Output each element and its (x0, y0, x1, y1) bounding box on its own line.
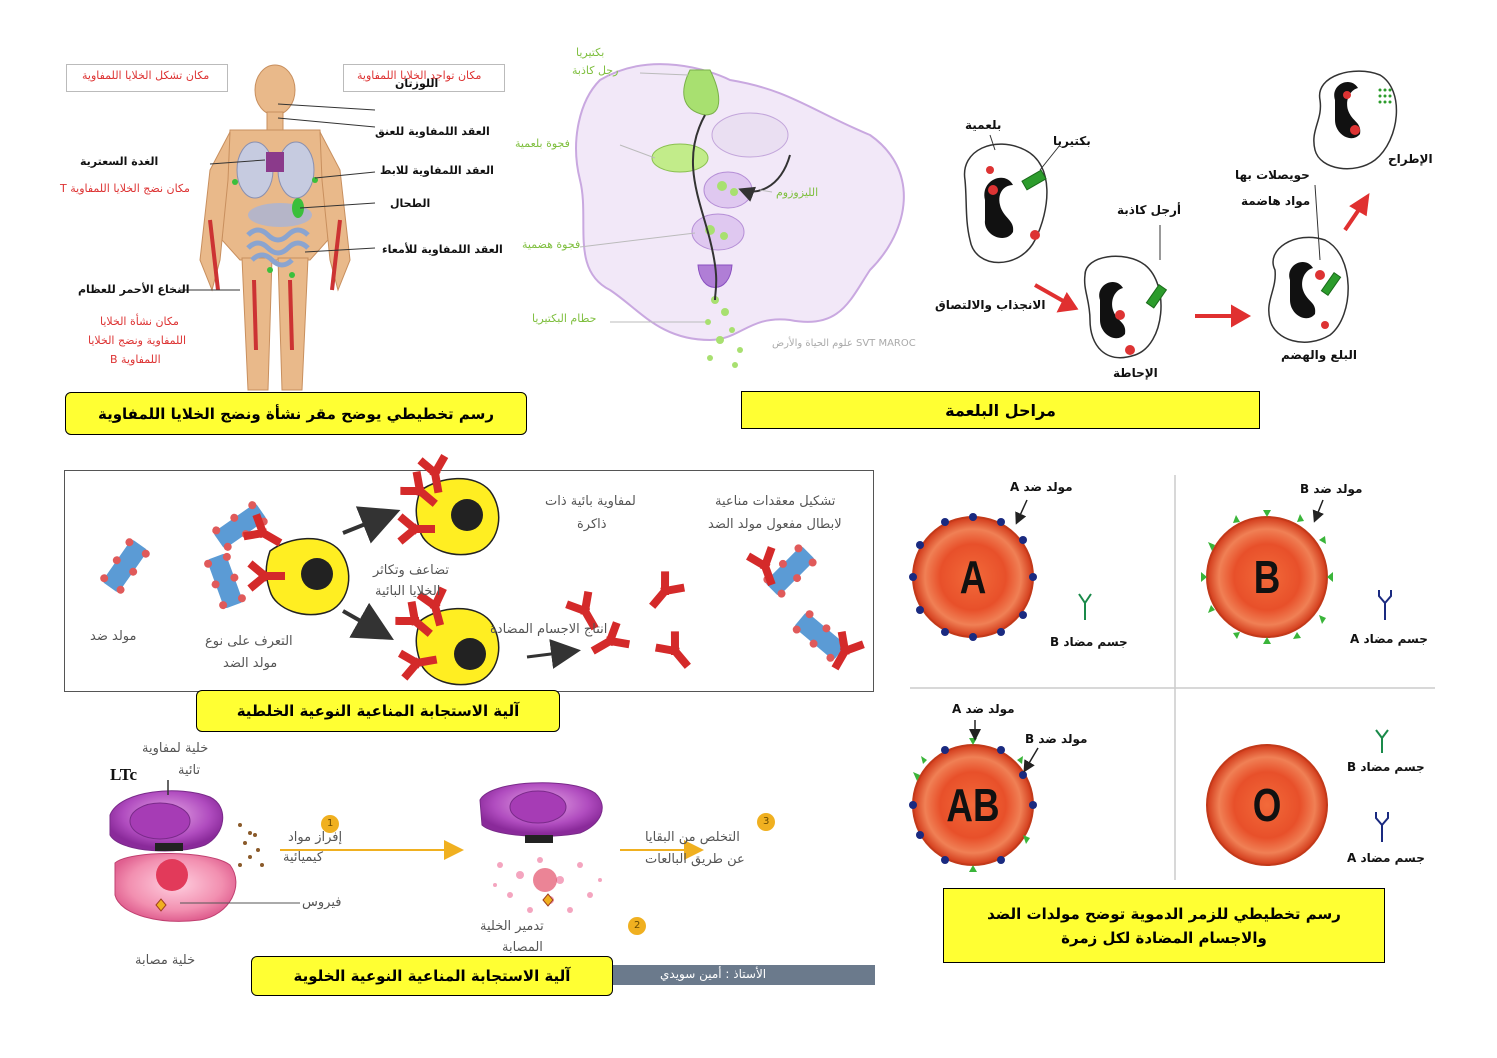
label-tonsils: اللوزتان (395, 77, 439, 90)
teacher-text: الأستاذ : أمين سويدي (660, 967, 767, 981)
body-header-right (343, 64, 505, 92)
group-a-antibody: جسم مضاد B (1050, 635, 1128, 649)
phago-label-digestive: فجوة هضمية (522, 238, 581, 251)
group-a-antigen: مولد ضد A (1010, 480, 1073, 494)
rbc-ab-letter: AB (946, 779, 1000, 831)
steps-label-bacteria: بكتيريا (1053, 134, 1091, 148)
lymphatic-body-panel: مكان تشكل الخلايا اللمفاوية مكان تواجد ا… (60, 60, 510, 391)
group-ab-antigen-a: مولد ضد A (952, 702, 1015, 716)
steps-label-vesicles-2: مواد هاضمة (1241, 194, 1311, 208)
body-header-left-text: مكان تشكل الخلايا اللمفاوية (82, 69, 210, 82)
cell-label-remove-2: عن طريق البالعات (645, 852, 745, 867)
body-header-left (66, 64, 228, 92)
caption-blood-groups-line2: والاجسام المضادة لكل زمرة (1061, 928, 1267, 947)
humoral-label-memory-1: لمفاوية بائية ذات (545, 494, 636, 509)
caption-humoral: آلية الاستجابة المناعية النوعية الخلطية (196, 690, 560, 732)
humoral-label-antibody-prod: انتاج الاجسام المضادة (490, 622, 608, 637)
cellular-panel: الأستاذ : أمين سويدي 1 3 2 LTc خلية لمفا… (100, 735, 875, 985)
humoral-label-proliferation-1: تضاعف وتكاثر (373, 563, 450, 578)
label-origin-b-2: اللمفاوية ونضج الخلايا (88, 334, 187, 347)
humoral-label-memory-2: ذاكرة (577, 517, 607, 532)
cell-label-destroy-2: المصابة (502, 940, 543, 955)
group-o-antibody-a: جسم مضاد A (1347, 851, 1425, 865)
phago-label-bacteria: بكتيريا (576, 46, 605, 59)
rbc-a-letter: A (959, 551, 987, 603)
cellular-figure (109, 780, 775, 935)
phago-label-lysosome: الليزوزوم (776, 186, 819, 199)
humoral-panel: مولد ضد التعرف على نوع مولد الضد تضاعف و… (64, 470, 874, 692)
cell-label-infected: خلية مصابة (135, 953, 196, 968)
label-bone-marrow: النخاع الأحمر للعظام (78, 283, 190, 296)
label-spleen: الطحال (390, 197, 431, 210)
humoral-label-antigen: مولد ضد (90, 629, 137, 644)
steps-label-phagocyte: بلعمية (965, 118, 1002, 132)
humoral-figure (98, 471, 875, 686)
teacher-strip (610, 965, 875, 985)
label-maturation-t: مكان نضج الخلايا اللمفاوية T (60, 182, 190, 195)
step-1-number: 1 (327, 818, 334, 829)
body-header-right-text: مكان تواجد الخلايا اللمفاوية (357, 69, 482, 82)
step-3-number: 3 (763, 816, 770, 827)
group-ab-antigen-b: مولد ضد B (1025, 732, 1088, 746)
steps-label-engulf: الإحاطة (1113, 366, 1158, 380)
phago-label-debris: حطام البكتيريا (532, 312, 597, 325)
label-armpit-nodes: العقد اللمفاوية للابط (380, 164, 494, 177)
phago-watermark: SVT MAROC علوم الحياة والأرض (772, 338, 916, 349)
cell-label-secrete-2: كيميائية (283, 850, 324, 865)
humoral-label-recognition-2: مولد الضد (223, 656, 278, 671)
group-b-antigen: مولد ضد B (1300, 482, 1363, 496)
caption-body: رسم تخطيطي يوضح مقر نشأة ونضج الخلايا ال… (65, 392, 527, 435)
steps-label-attraction: الانجذاب والالتصاق (935, 298, 1046, 312)
humoral-label-complex-2: لابطال مفعول مولد الضد (708, 517, 842, 532)
label-thymus: الغدة السعترية (80, 155, 159, 168)
step-2-number: 2 (634, 920, 641, 931)
blood-groups-figure (909, 475, 1435, 880)
humoral-label-recognition-1: التعرف على نوع (205, 634, 293, 649)
nucleus-blob (711, 112, 789, 158)
steps-label-pseudopod: أرجل كاذبة (1117, 203, 1181, 217)
humoral-label-complex-1: تشكيل معقدات مناعية (715, 494, 836, 509)
label-origin-b-3: اللمفاوية B (110, 353, 161, 366)
label-intestine-nodes: العقد اللمفاوية للأمعاء (382, 243, 503, 256)
cell-label-destroy-1: تدمير الخلية (480, 919, 544, 934)
group-o-antibody-b: جسم مضاد B (1347, 760, 1425, 774)
label-neck-nodes: العقد اللمفاوية للعنق (375, 125, 490, 138)
rbc-o-letter: O (1252, 779, 1282, 831)
blood-groups-panel: A B AB O مولد ضد A جسم مضاد B مولد ضد B … (905, 470, 1435, 880)
caption-blood-groups-line1: رسم تخطيطي للزمر الدموية توضح مولدات الض… (987, 904, 1341, 923)
human-body-figure (180, 64, 376, 391)
spleen-shape (292, 198, 304, 218)
cell-label-virus: فيروس (302, 895, 342, 910)
steps-label-excretion: الإطراح (1388, 152, 1433, 166)
phago-label-pseudopod: رجل كاذبة (572, 64, 619, 77)
phagocytosis-steps-panel: بلعمية بكتيريا أرجل كاذبة حويصلات بها مو… (935, 60, 1455, 390)
cell-label-t-cell-1: خلية لمفاوية (142, 741, 209, 756)
caption-blood-groups: رسم تخطيطي للزمر الدموية توضح مولدات الض… (943, 888, 1385, 963)
phago-label-vacuole: فجوة بلعمية (515, 137, 570, 150)
steps-label-digestion: البلع والهضم (1281, 348, 1358, 362)
cell-label-remove-1: التخلص من البقايا (645, 830, 740, 845)
phagocyte-panel: بكتيريا رجل كاذبة فجوة بلعمية الليزوزوم … (510, 40, 940, 390)
cell-label-t-cell-2: تائية (178, 763, 201, 778)
thymus-shape (266, 152, 284, 172)
rbc-b-letter: B (1253, 551, 1281, 603)
phagocytosis-steps-figure (963, 70, 1398, 359)
label-origin-b-1: مكان نشأة الخلايا (100, 315, 179, 328)
phagocyte-cell-figure (575, 63, 905, 368)
caption-phagocytosis: مراحل البلعمة (741, 391, 1260, 429)
rbc-o (1206, 744, 1328, 866)
steps-label-vesicles-1: حويصلات بها (1235, 168, 1310, 182)
ltc-label: LTc (110, 765, 138, 784)
group-b-antibody: جسم مضاد A (1350, 632, 1428, 646)
cell-label-secrete-1: إفراز مواد (288, 830, 343, 845)
humoral-label-proliferation-2: الخلايا البائية (375, 584, 441, 599)
caption-cellular: آلية الاستجابة المناعية النوعية الخلوية (251, 956, 613, 996)
